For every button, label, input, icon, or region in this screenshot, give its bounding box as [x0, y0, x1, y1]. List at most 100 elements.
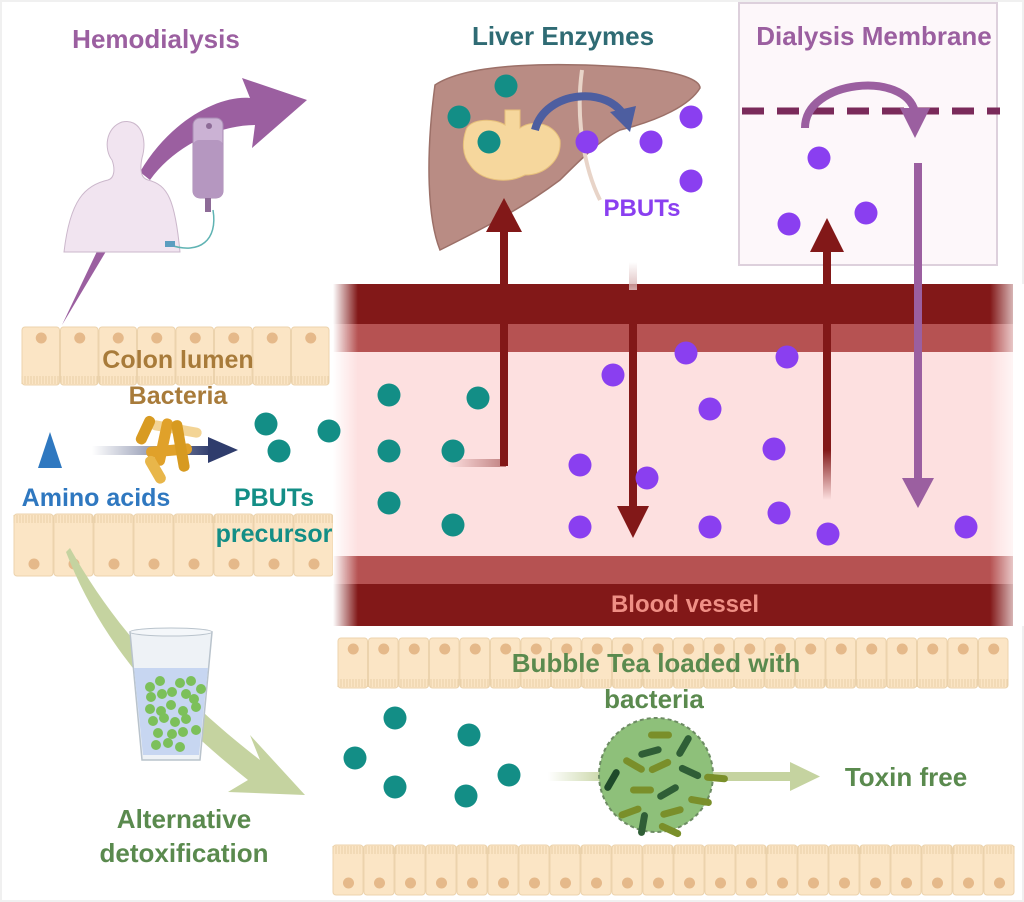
- gut-cell-layer-bottom: [332, 844, 1015, 896]
- epithelial-cell: [947, 637, 978, 689]
- cell-nucleus: [963, 877, 974, 889]
- cell-nucleus: [467, 877, 478, 889]
- epithelial-cell: [825, 637, 856, 689]
- pbuts-precursor-particle: [377, 383, 401, 407]
- vessel-fade-right: [990, 284, 1024, 626]
- epithelial-cell: [734, 637, 765, 689]
- hemodialysis-label: Hemodialysis: [72, 24, 240, 54]
- cell-nucleus: [839, 877, 850, 889]
- epithelial-cell: [795, 637, 826, 689]
- alt-detox-label-line1: Alternative: [117, 804, 251, 834]
- cell-nucleus: [808, 877, 819, 889]
- tapioca-pearl: [178, 706, 188, 716]
- liver-enzyme-arrow: [531, 92, 629, 132]
- cell-nucleus: [866, 643, 878, 655]
- hemodialysis-thin-arrow: [62, 245, 108, 325]
- epithelial-cell: [363, 844, 395, 896]
- pbut-toxin-particle: [568, 453, 592, 477]
- pbut-toxin-particle: [679, 169, 703, 193]
- cell-nucleus: [896, 643, 908, 655]
- cell-nucleus: [228, 332, 240, 344]
- cell-nucleus: [439, 643, 451, 655]
- epithelial-cell: [98, 326, 137, 386]
- tapioca-pearl: [196, 684, 206, 694]
- pbuts-precursor-particle: [454, 784, 478, 808]
- cell-nucleus: [561, 643, 573, 655]
- pbuts-precursor-particle: [457, 723, 481, 747]
- alt-detox-label-line2: detoxification: [99, 838, 268, 868]
- cell-nucleus: [74, 332, 86, 344]
- toxin-free-arrow-shaft: [712, 772, 792, 781]
- pbuts-precursor-particle: [254, 412, 278, 436]
- bacterium-rod: [657, 784, 679, 800]
- pbuts-label: PBUTs: [604, 195, 681, 222]
- pbuts-precursor-particle: [377, 491, 401, 515]
- epithelial-cell: [978, 637, 1009, 689]
- epithelial-cell: [173, 513, 214, 577]
- colon-cell-layer-bottom: [13, 513, 334, 577]
- epithelial-cell: [337, 637, 368, 689]
- pbut-toxin-particle: [679, 105, 703, 129]
- epithelial-cell: [580, 844, 612, 896]
- epithelial-cell: [856, 637, 887, 689]
- liver-arrow-foot: [448, 459, 506, 467]
- cell-nucleus: [560, 877, 571, 889]
- microvilli: [332, 846, 1015, 854]
- pbut-toxin-particle: [635, 466, 659, 490]
- toxin-free-label: Toxin free: [845, 762, 967, 792]
- cell-nucleus: [744, 643, 756, 655]
- cell-nucleus: [622, 877, 633, 889]
- epithelial-cell: [673, 844, 705, 896]
- hemodialysis-group: [62, 78, 307, 325]
- cell-nucleus: [713, 643, 725, 655]
- epithelial-cell: [398, 637, 429, 689]
- tapioca-pearl: [191, 725, 201, 735]
- epithelial-cell: [394, 844, 426, 896]
- bacterium-rod: [658, 822, 682, 838]
- liver-arrowhead: [486, 198, 522, 232]
- pbut-toxin-particle: [767, 501, 791, 525]
- bacterium-rod: [638, 812, 648, 836]
- cell-nucleus: [988, 643, 1000, 655]
- tapioca-pearl: [181, 689, 191, 699]
- detox-group: [66, 548, 820, 838]
- epithelial-cell: [703, 637, 734, 689]
- microvilli: [337, 679, 1008, 687]
- pbuts-precursor-particle: [441, 439, 465, 463]
- epithelial-cell: [253, 513, 294, 577]
- pbut-toxin-particle: [698, 397, 722, 421]
- epithelial-cell: [921, 844, 953, 896]
- epithelial-cell: [735, 844, 767, 896]
- pbut-toxin-particle: [816, 522, 840, 546]
- bacterium-rod: [678, 764, 702, 780]
- cell-nucleus: [529, 877, 540, 889]
- cell-nucleus: [374, 877, 385, 889]
- pbuts-down-arrowhead: [617, 506, 649, 538]
- epithelial-cell: [332, 844, 364, 896]
- microvilli: [13, 515, 333, 523]
- pbut-toxin-particle: [777, 212, 801, 236]
- cell-nucleus: [957, 643, 969, 655]
- cell-nucleus: [266, 332, 278, 344]
- bacterium-rod: [688, 796, 712, 806]
- cell-nucleus: [148, 558, 160, 570]
- vessel-fade-left: [333, 284, 358, 626]
- pbuts-precursor-particle: [441, 513, 465, 537]
- epithelial-cell: [487, 844, 519, 896]
- vessel-arrows: [448, 163, 934, 538]
- pbut-toxin-particle: [674, 341, 698, 365]
- pbuts-precursor-particle: [494, 74, 518, 98]
- epithelial-cell: [704, 844, 736, 896]
- epithelial-cell: [456, 844, 488, 896]
- vessel-wall-top-outer: [333, 284, 1013, 324]
- tapioca-pearl: [178, 727, 188, 737]
- bacterium-rod: [630, 786, 654, 794]
- vessel-lumen: [333, 352, 1013, 556]
- amino-acids-label: Amino acids: [22, 484, 171, 512]
- pbuts-precursor-particle: [383, 706, 407, 730]
- pbuts-precursor-label-line2: precursor: [216, 520, 333, 548]
- epithelial-cell: [917, 637, 948, 689]
- epithelial-cell: [952, 844, 984, 896]
- tapioca-pearl: [175, 678, 185, 688]
